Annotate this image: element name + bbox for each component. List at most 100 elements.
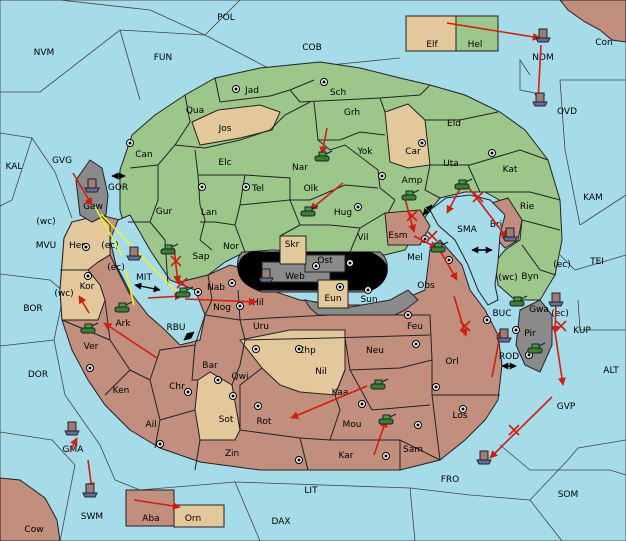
region-label: (wc) xyxy=(498,273,517,283)
supply-center-dot xyxy=(366,288,370,292)
region-label: GVP xyxy=(557,402,576,412)
army-icon[interactable] xyxy=(509,295,528,307)
fleet-icon[interactable] xyxy=(502,227,518,242)
region-label: FRO xyxy=(441,475,460,485)
army-icon[interactable] xyxy=(430,241,449,253)
region-label: Hil xyxy=(252,298,264,308)
fleet-icon[interactable] xyxy=(126,246,142,261)
region-label: Tel xyxy=(251,184,264,194)
failed-order-x-icon xyxy=(555,320,567,332)
region-label: Kar xyxy=(339,451,354,461)
army-icon[interactable] xyxy=(300,205,319,217)
fleet-icon[interactable] xyxy=(548,292,564,307)
move-arrow xyxy=(133,499,181,510)
region-label: Web xyxy=(285,272,305,282)
failed-order-x-icon xyxy=(176,277,188,289)
fleet-icon[interactable] xyxy=(64,421,80,436)
region-label: Qwi xyxy=(232,372,249,382)
fleet-icon[interactable] xyxy=(535,28,551,43)
move-arrow xyxy=(319,127,328,155)
supply-center-dot xyxy=(447,258,451,262)
region-label: Mel xyxy=(407,253,423,263)
supply-centers xyxy=(82,78,533,464)
region-label: MIT xyxy=(136,273,152,283)
army-icon[interactable] xyxy=(454,178,473,190)
army-icon[interactable] xyxy=(370,378,389,390)
move-arrow xyxy=(446,22,541,41)
region-label: Ost xyxy=(317,256,333,266)
region-label: Chr xyxy=(169,382,185,392)
fleet-icon[interactable] xyxy=(258,268,274,283)
region-label: Vil xyxy=(358,233,369,243)
supply-center-dot xyxy=(84,245,88,249)
region-label: Kaa xyxy=(332,388,349,398)
region-label: DAX xyxy=(271,517,290,527)
fleet-icon[interactable] xyxy=(496,328,512,343)
army-icon[interactable] xyxy=(114,301,133,313)
fleet-icon[interactable] xyxy=(476,450,492,465)
army-icon[interactable] xyxy=(175,286,194,298)
supply-center-dot xyxy=(244,185,248,189)
supply-center-dot xyxy=(380,174,384,178)
supply-center-dot xyxy=(128,141,132,145)
region-label: GOR xyxy=(108,183,128,193)
region-label: Nil xyxy=(315,367,327,377)
army-icon[interactable] xyxy=(160,243,179,255)
region-label: Ken xyxy=(113,386,130,396)
supply-center-dot xyxy=(416,423,420,427)
failed-order-x-icon xyxy=(472,191,484,203)
region-label: Nar xyxy=(292,163,308,173)
region-label: (wc) xyxy=(54,289,73,299)
army-icon[interactable] xyxy=(80,322,99,334)
supply-center-dot xyxy=(230,281,234,285)
army-icon[interactable] xyxy=(527,342,546,354)
failed-order-x-icon xyxy=(406,210,418,222)
failed-order-x-icon xyxy=(170,255,182,267)
region-label: Jos xyxy=(218,124,232,134)
region-aba-edge xyxy=(126,489,175,505)
region-label: Gaw xyxy=(83,202,103,212)
supply-center-dot xyxy=(527,353,531,357)
move-arrow xyxy=(554,331,566,386)
move-arrow xyxy=(534,44,543,102)
army-icon[interactable] xyxy=(314,150,333,162)
region-label: KAM xyxy=(583,193,603,203)
region-label: Obs xyxy=(417,281,435,291)
fleet-icon[interactable] xyxy=(532,92,548,107)
coast-arrows xyxy=(111,172,517,370)
region-label: Sun xyxy=(360,295,377,305)
supply-center-dot xyxy=(356,205,360,209)
region-label: Gur xyxy=(156,207,173,217)
supply-center-dot xyxy=(461,407,465,411)
region-label: Feu xyxy=(407,322,423,332)
region-label: SWM xyxy=(81,512,103,522)
supply-center-dot xyxy=(314,264,318,268)
region-label: Nab xyxy=(207,283,225,293)
supply-center-dot xyxy=(88,366,92,370)
supply-center-dot xyxy=(434,385,438,389)
army-icon[interactable] xyxy=(378,413,397,425)
region-label: Sot xyxy=(219,415,234,425)
fleet-icon[interactable] xyxy=(82,483,98,498)
region-label: KUP xyxy=(573,326,591,336)
region-label: Ark xyxy=(115,319,131,329)
region-label: Sap xyxy=(193,252,210,262)
supply-center-dot xyxy=(423,237,427,241)
army-icon[interactable] xyxy=(401,189,420,201)
region-label: Skr xyxy=(285,240,300,250)
support-line xyxy=(125,269,135,306)
region-label: Orn xyxy=(185,514,201,524)
region-label: Uru xyxy=(253,322,269,332)
region-orn xyxy=(173,504,225,528)
region-label: Elf xyxy=(426,40,438,50)
region-label: Orl xyxy=(445,357,458,367)
supply-center-dot xyxy=(216,378,220,382)
move-arrow xyxy=(72,172,93,206)
failed-order-marks xyxy=(170,191,567,436)
region-label: Kat xyxy=(503,165,518,175)
move-arrow xyxy=(413,235,438,249)
fleet-icon[interactable] xyxy=(84,178,100,193)
region-label: Ail xyxy=(145,420,156,430)
